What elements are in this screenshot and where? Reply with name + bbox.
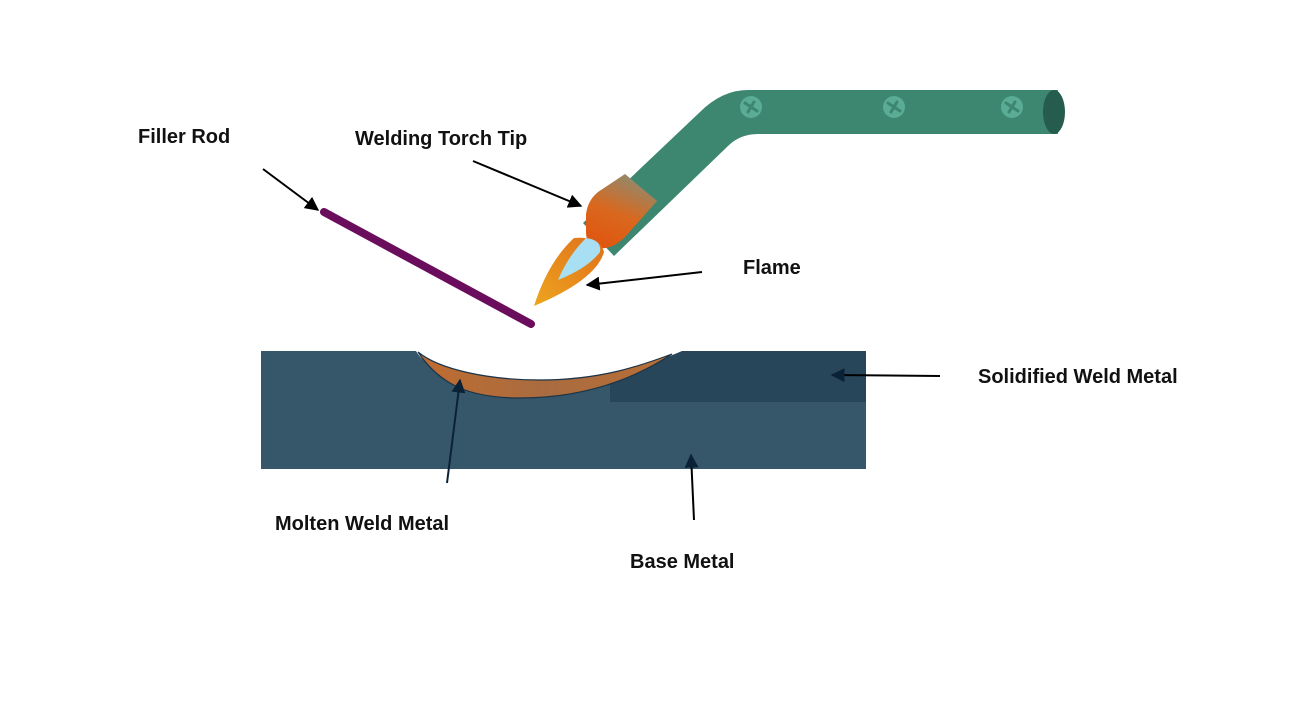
weld-groove xyxy=(416,351,682,382)
torch-tip-arrow xyxy=(472,160,583,208)
welding-torch xyxy=(583,90,1065,256)
flame-inner-cone xyxy=(558,238,601,280)
label-base-metal: Base Metal xyxy=(630,551,735,573)
flame-arrow xyxy=(585,271,703,291)
base-metal-arrow xyxy=(684,453,699,521)
screw-icon xyxy=(740,96,762,118)
screw-icon xyxy=(1001,96,1023,118)
torch-hose-end xyxy=(1043,90,1065,134)
solidified-arrow xyxy=(830,368,941,383)
molten-weld-metal xyxy=(417,351,673,399)
flame xyxy=(534,237,604,306)
molten-arrow xyxy=(446,378,466,484)
welding-torch-tip xyxy=(586,174,657,249)
filler-rod xyxy=(320,208,535,328)
label-molten-weld-metal: Molten Weld Metal xyxy=(275,513,450,535)
base-metal xyxy=(261,351,866,469)
label-filler-rod: Filler Rod xyxy=(138,126,231,148)
filler-rod-arrow xyxy=(262,168,320,211)
screw-icon xyxy=(883,96,905,118)
torch-body xyxy=(583,90,1058,256)
label-welding-torch-tip: Welding Torch Tip xyxy=(355,128,528,150)
label-flame: Flame xyxy=(743,257,801,279)
label-solidified-weld-metal: Solidified Weld Metal xyxy=(978,366,1178,388)
